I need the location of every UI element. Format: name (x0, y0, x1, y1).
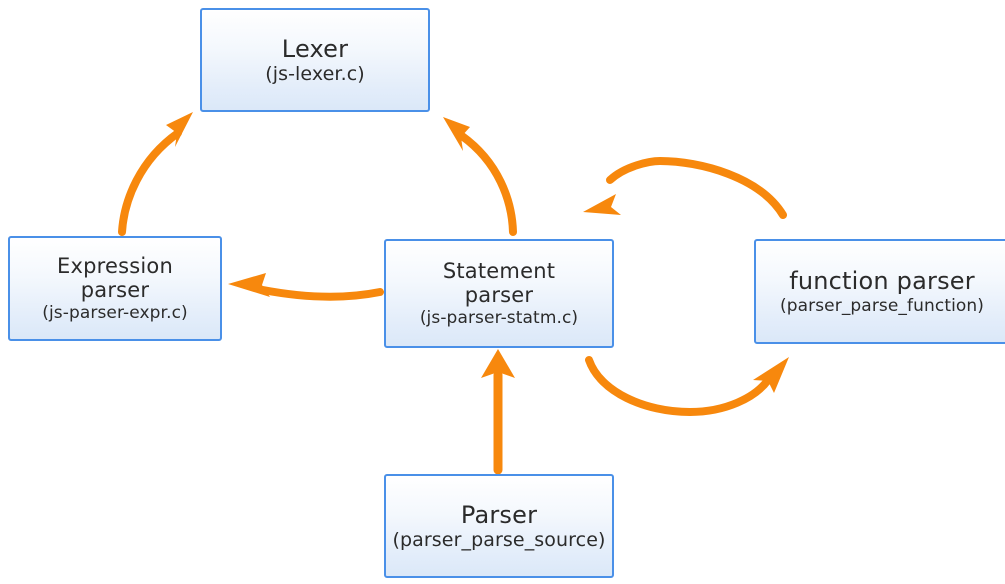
node-parser-subtitle: (parser_parse_source) (392, 528, 606, 551)
arrow-statement-parser-to-lexer (443, 117, 517, 236)
node-function-parser[interactable]: function parser (parser_parse_function) (754, 239, 1005, 344)
node-expression-parser[interactable]: Expression parser (js-parser-expr.c) (8, 236, 222, 341)
node-statement-parser-subtitle: (js-parser-statm.c) (419, 308, 579, 329)
node-statement-parser-title-line1: Statement (442, 258, 556, 283)
arrow-parser-to-statement-parser (481, 349, 515, 475)
node-statement-parser-title-line2: parser (464, 283, 534, 308)
node-expression-parser-subtitle: (js-parser-expr.c) (42, 303, 188, 324)
node-function-parser-subtitle: (parser_parse_function) (779, 295, 985, 316)
node-lexer-title: Lexer (281, 34, 349, 63)
arrow-function-parser-to-statement-parser (583, 156, 787, 219)
arrow-statement-parser-to-function-parser (585, 356, 789, 417)
node-expression-parser-title-line1: Expression (57, 253, 173, 278)
node-parser[interactable]: Parser (parser_parse_source) (384, 474, 614, 578)
node-expression-parser-title-line2: parser (80, 278, 150, 303)
node-lexer[interactable]: Lexer (js-lexer.c) (200, 8, 430, 112)
arrow-expression-parser-to-lexer (118, 112, 193, 236)
arrow-statement-parser-to-expression-parser (228, 273, 384, 301)
node-statement-parser[interactable]: Statement parser (js-parser-statm.c) (384, 239, 614, 348)
node-lexer-subtitle: (js-lexer.c) (265, 62, 365, 85)
node-function-parser-title: function parser (789, 267, 975, 296)
node-parser-title: Parser (460, 500, 538, 529)
